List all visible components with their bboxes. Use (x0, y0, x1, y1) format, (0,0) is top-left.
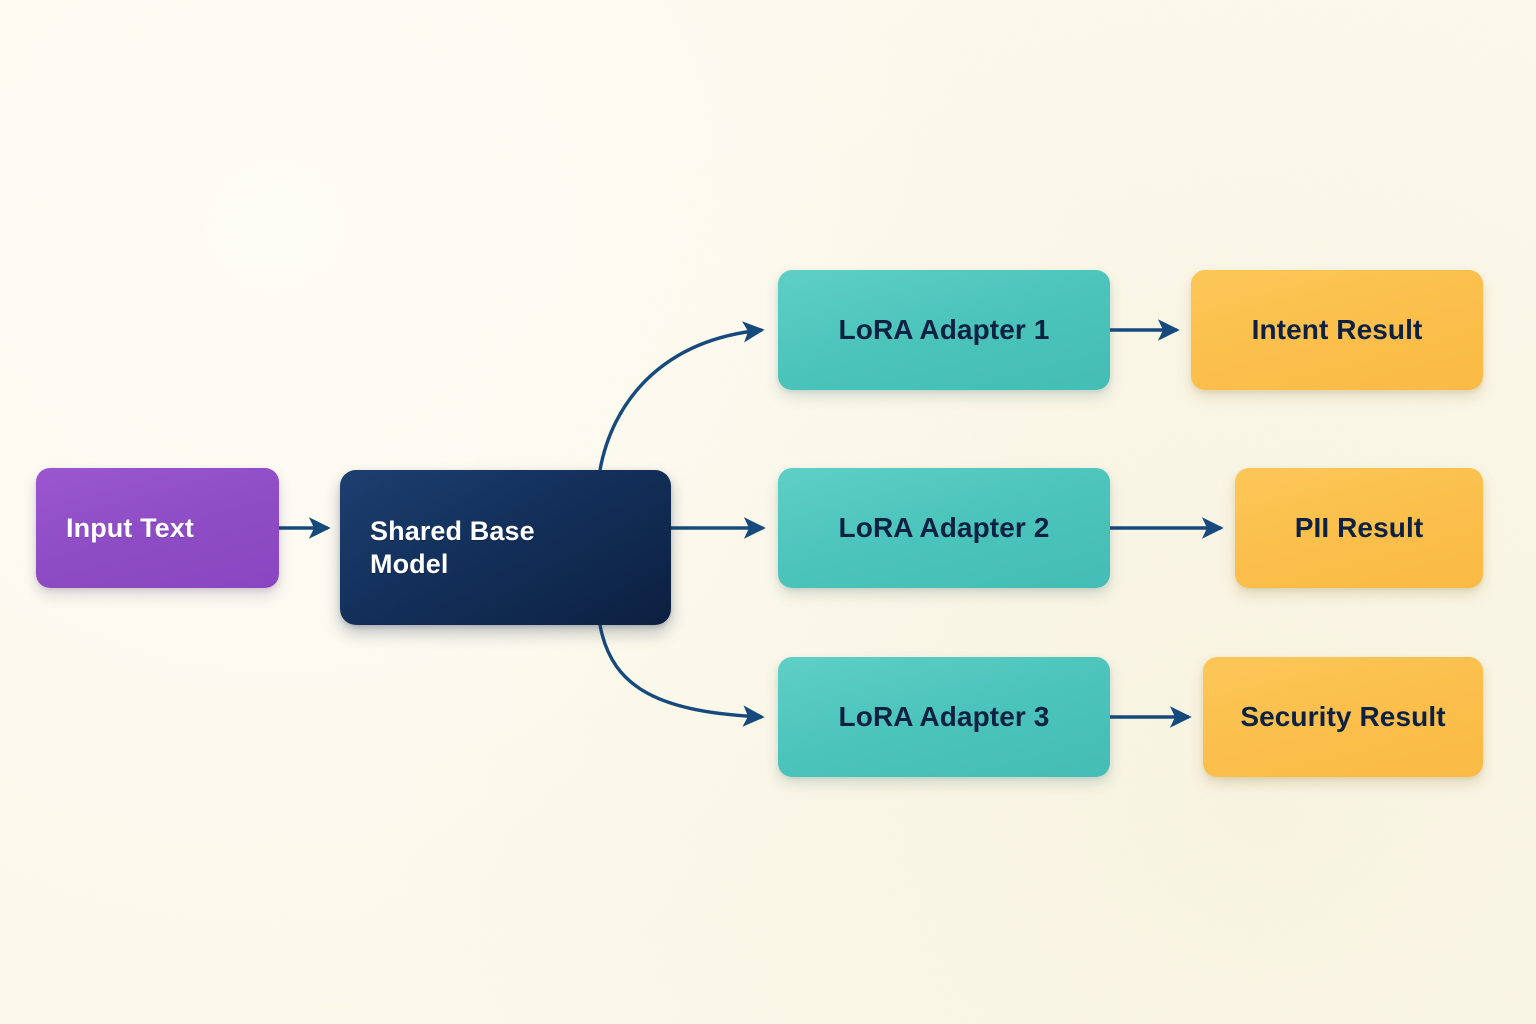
node-lora-adapter-3[interactable]: LoRA Adapter 3 (778, 657, 1110, 777)
node-intent-result-label: Intent Result (1251, 313, 1423, 345)
node-shared-base-model-label: Shared Base Model (370, 515, 535, 579)
node-shared-base-model[interactable]: Shared Base Model (340, 470, 671, 625)
node-input-text[interactable]: Input Text (36, 468, 279, 588)
node-lora-adapter-1-label: LoRA Adapter 1 (838, 313, 1050, 345)
edge-base-to-adapter-3 (598, 624, 765, 727)
node-security-result-label: Security Result (1240, 700, 1446, 732)
node-pii-result[interactable]: PII Result (1235, 468, 1483, 588)
node-lora-adapter-2[interactable]: LoRA Adapter 2 (778, 468, 1110, 588)
edge-base-to-adapter-1 (598, 321, 765, 471)
node-intent-result[interactable]: Intent Result (1191, 270, 1483, 390)
node-security-result[interactable]: Security Result (1203, 657, 1483, 777)
node-pii-result-label: PII Result (1294, 511, 1424, 543)
node-input-text-label: Input Text (66, 512, 194, 543)
node-lora-adapter-2-label: LoRA Adapter 2 (838, 511, 1050, 543)
node-lora-adapter-1[interactable]: LoRA Adapter 1 (778, 270, 1110, 390)
node-lora-adapter-3-label: LoRA Adapter 3 (838, 700, 1050, 732)
